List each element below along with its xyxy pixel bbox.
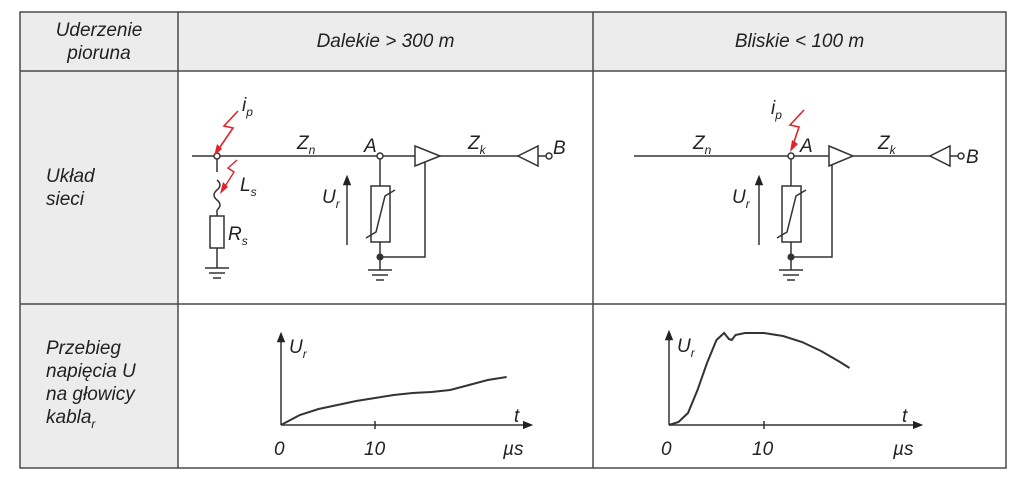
graph-far-x-label: t xyxy=(514,406,520,427)
graph-far-tick-0: 0 xyxy=(274,439,285,460)
circuit-far xyxy=(192,144,553,281)
row-header-waveform-text: Przebieg napięcia U na głowicy kabla xyxy=(46,337,136,428)
label-zn-far: Zn xyxy=(296,133,316,157)
circuit-far-labels: ip Zn A Zk B Ls Rs Ur xyxy=(228,95,566,248)
column-header-far: Dalekie > 300 m xyxy=(316,31,455,52)
graph-near: Ur t 0 10 µs xyxy=(661,329,924,460)
row-header-waveform-sub: r xyxy=(91,416,96,431)
circuit-near xyxy=(634,144,965,281)
row-header-network: Układ sieci xyxy=(46,165,95,210)
header-col-bg xyxy=(20,71,178,468)
label-node-b-near: B xyxy=(966,147,979,168)
lightning-far xyxy=(214,110,239,194)
label-node-b-far: B xyxy=(553,138,566,159)
label-zn-near: Zn xyxy=(692,133,712,157)
label-rs: Rs xyxy=(228,224,248,248)
label-zk-near: Zk xyxy=(877,133,897,157)
curve-near xyxy=(668,331,851,426)
curve-far xyxy=(280,376,507,426)
graph-far-y-label: Ur xyxy=(289,337,308,361)
column-header-near: Bliskie < 100 m xyxy=(734,31,865,52)
graph-far: Ur t 0 10 µs xyxy=(274,331,534,460)
graph-near-unit: µs xyxy=(892,439,914,460)
graph-far-tick-10: 10 xyxy=(364,439,386,460)
label-node-a-far: A xyxy=(363,136,377,157)
header-row-bg xyxy=(20,12,1006,71)
label-ip-far: ip xyxy=(242,95,253,119)
cable-end-triangle-near xyxy=(828,144,855,168)
circuit-near-labels: ip Zn A Zk B Ur xyxy=(692,98,979,211)
label-node-a-near: A xyxy=(799,136,813,157)
label-ur-far: Ur xyxy=(322,187,341,211)
label-ls: Ls xyxy=(240,175,257,199)
lightning-near xyxy=(788,109,805,152)
graph-near-x-label: t xyxy=(902,406,908,427)
graph-near-tick-0: 0 xyxy=(661,439,672,460)
label-ip-near: ip xyxy=(771,98,782,122)
label-ur-near: Ur xyxy=(732,187,751,211)
graph-near-tick-10: 10 xyxy=(752,439,774,460)
resistor-rs xyxy=(209,215,225,249)
corner-header: Uderzenie pioruna xyxy=(55,19,143,64)
label-zk-far: Zk xyxy=(467,133,487,157)
row-header-waveform: Przebieg napięcia U na głowicy kablar xyxy=(20,304,178,468)
graph-far-unit: µs xyxy=(502,439,524,460)
cable-end-triangle-far xyxy=(414,144,443,168)
graph-near-y-label: Ur xyxy=(677,336,696,360)
